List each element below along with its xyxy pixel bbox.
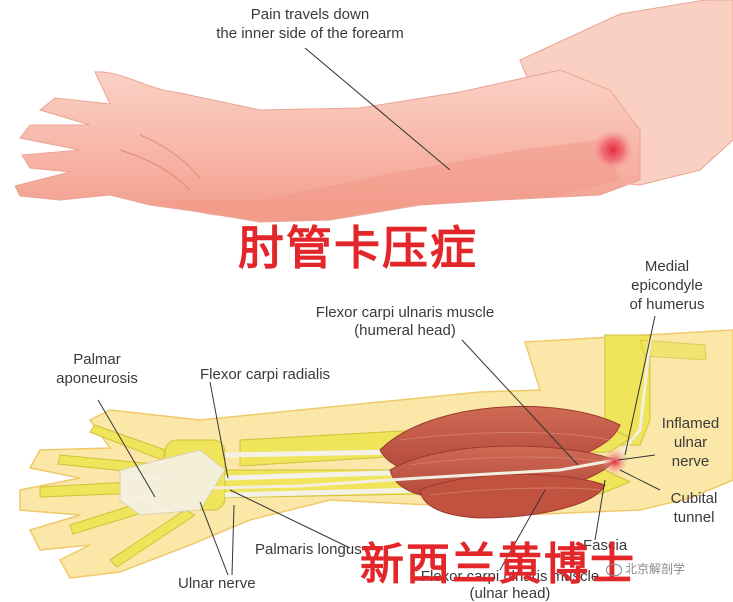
inflamed-spot — [601, 448, 629, 476]
label-cubital-tunnel-1: Cubital — [670, 490, 718, 507]
label-fascia: Fascia — [583, 537, 628, 554]
label-palmar-aponeurosis-2: aponeurosis — [56, 370, 138, 387]
label-medial-epicondyle-3: of humerus — [629, 296, 705, 313]
pain-spot — [591, 128, 635, 172]
watermark: 北京解剖学 — [606, 560, 685, 577]
label-pain-line1: Pain travels down — [250, 6, 370, 23]
label-palmar-aponeurosis-1: Palmar — [73, 351, 121, 368]
bottom-arm — [19, 329, 733, 579]
label-inflamed-ulnar-nerve-3: nerve — [671, 453, 710, 470]
leader-lines — [97, 315, 661, 576]
label-medial-epicondyle-2: epicondyle — [631, 277, 703, 294]
label-cubital-tunnel-2: tunnel — [673, 509, 715, 526]
label-fcu-ulnar-2: (ulnar head) — [469, 585, 551, 602]
label-inflamed-ulnar-nerve-1: Inflamed — [661, 415, 720, 432]
wechat-icon — [606, 563, 622, 576]
label-fcu-humeral-2: (humeral head) — [354, 322, 456, 339]
label-fcu-humeral-1: Flexor carpi ulnaris muscle — [315, 304, 495, 321]
watermark-text: 北京解剖学 — [625, 562, 686, 576]
label-ulnar-nerve: Ulnar nerve — [178, 575, 256, 592]
label-flexor-carpi-radialis: Flexor carpi radialis — [200, 366, 331, 383]
label-palmaris-longus: Palmaris longus — [255, 541, 362, 558]
top-arm — [14, 0, 733, 223]
title-cubital-tunnel-syndrome: 肘管卡压症 — [238, 221, 478, 275]
author-caption: 新西兰黄博士 — [360, 539, 636, 590]
label-medial-epicondyle-1: Medial — [644, 258, 690, 275]
label-pain-line2: the inner side of the forearm — [216, 25, 404, 42]
label-fcu-ulnar-1: Flexor carpi ulnaris muscle — [420, 568, 600, 585]
label-inflamed-ulnar-nerve-2: ulnar — [673, 434, 708, 451]
